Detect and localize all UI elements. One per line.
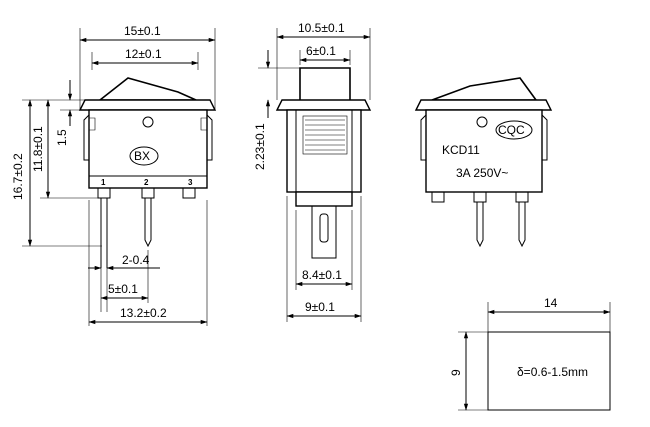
cqc-mark-oval (495, 120, 533, 140)
side-dim-body-width: 8.4±0.1 (302, 268, 342, 282)
indicator-hole (142, 116, 154, 128)
cutout-thickness: δ=0.6-1.5mm (517, 365, 588, 379)
rear-pin-3 (518, 202, 526, 248)
side-rocker (299, 67, 351, 100)
dim-rocker-width: 12±0.1 (125, 47, 162, 61)
dim-pin-spacing-small: 2-0.4 (122, 253, 150, 267)
model-marking: KCD11 (442, 143, 480, 157)
panel-cutout: 14 9 δ=0.6-1.5mm (449, 296, 611, 411)
rocker-actuator (97, 77, 197, 101)
pin-label-2: 2 (144, 178, 149, 187)
bx-mark-oval (129, 146, 159, 166)
rear-view: CQC KCD11 3A 250V~ (414, 77, 553, 248)
rating-marking: 3A 250V~ (456, 166, 508, 180)
spring-ribs (302, 115, 348, 155)
pin-2 (144, 198, 152, 248)
rear-flange (414, 99, 553, 111)
side-dim-rocker-height: 2.23±0.1 (253, 123, 267, 170)
side-terminal (311, 206, 337, 259)
side-view: 10.5±0.1 6±0.1 2.23±0 (253, 21, 372, 322)
cutout-rect (487, 331, 611, 411)
side-dim-base-width: 9±0.1 (305, 300, 335, 314)
flange (78, 99, 217, 111)
rear-body (425, 109, 543, 193)
pin-1 (100, 198, 108, 268)
bx-marking: BX (134, 149, 150, 163)
dim-pin-span: 13.2±0.2 (120, 306, 167, 320)
cutout-height: 9 (449, 369, 463, 376)
side-dim-overall-width: 10.5±0.1 (298, 21, 345, 35)
side-body (286, 109, 362, 193)
dim-overall-height: 16.7±0.2 (11, 153, 25, 200)
side-dim-rocker-width: 6±0.1 (306, 44, 336, 58)
dim-flange: 1.5 (55, 129, 69, 146)
cutout-width: 14 (544, 296, 558, 310)
dim-body-height: 11.8±0.1 (31, 126, 45, 172)
pin-label-3: 3 (188, 178, 193, 187)
rear-rocker (431, 77, 538, 101)
dim-overall-width: 15±0.1 (124, 24, 161, 38)
cqc-marking: CQC (498, 123, 525, 137)
front-view: 15±0.1 12±0.1 BX 1 2 3 (11, 24, 217, 326)
pin-label-1: 1 (101, 178, 106, 187)
side-flange (275, 99, 372, 111)
dim-pin-pitch: 5±0.1 (108, 282, 138, 296)
rear-indicator-hole (476, 116, 488, 128)
rear-pin-2 (476, 202, 484, 248)
